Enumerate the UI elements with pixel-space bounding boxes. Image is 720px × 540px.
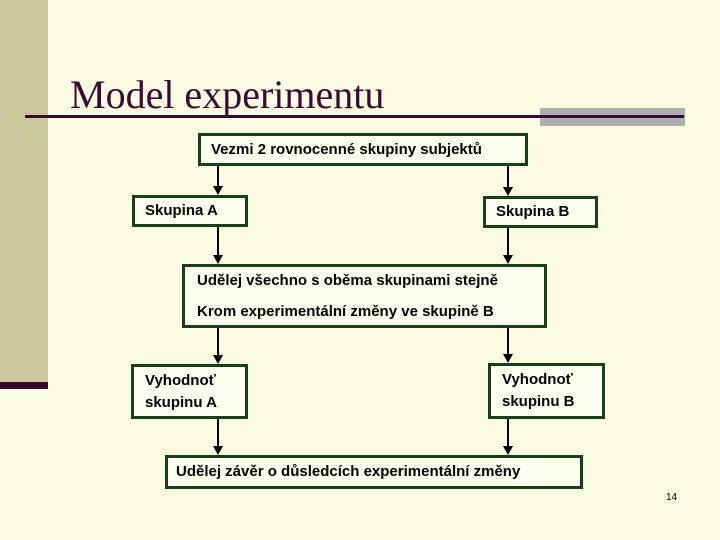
flow-box-label: Udělej závěr o důsledcích experimentální… — [176, 463, 521, 480]
arrow-down-treatment-to-evaluate-b — [503, 328, 513, 363]
flow-box-group-a: Skupina A — [132, 195, 248, 227]
flow-box-label-line1: Vyhodnoť — [145, 371, 216, 389]
flow-box-treatment: Udělej všechno s oběma skupinami stejně … — [182, 264, 547, 328]
arrow-down-evaluate-b-to-conclusion — [503, 419, 513, 455]
flow-box-take-two-groups: Vezmi 2 rovnocenné skupiny subjektů — [198, 133, 528, 166]
arrow-down-top-to-group-b — [503, 166, 513, 196]
flow-box-group-b: Skupina B — [483, 196, 598, 228]
left-sidebar-accent-block — [0, 382, 48, 389]
flow-box-label: Skupina B — [496, 203, 570, 220]
flow-box-label-line1: Vyhodnoť — [502, 371, 573, 388]
flow-box-conclusion: Udělej závěr o důsledcích experimentální… — [165, 455, 583, 489]
flow-box-evaluate-group-a: Vyhodnoť skupinu A — [131, 364, 248, 419]
flow-box-label: Skupina A — [145, 202, 218, 219]
flow-box-label-line2: skupinu A — [145, 393, 217, 411]
flow-box-label-line2: skupinu B — [502, 393, 575, 410]
flow-box-label-line1: Udělej všechno s oběma skupinami stejně — [197, 272, 498, 289]
title-underline-rule — [25, 115, 684, 118]
arrow-down-top-to-group-a — [213, 166, 223, 195]
arrow-down-group-a-to-treatment — [213, 227, 223, 264]
flow-box-evaluate-group-b: Vyhodnoť skupinu B — [488, 363, 605, 419]
arrow-down-group-b-to-treatment — [503, 228, 513, 264]
flow-box-label-line2: Krom experimentální změny ve skupině B — [197, 303, 494, 320]
left-sidebar-bar — [0, 0, 48, 382]
flow-box-label: Vezmi 2 rovnocenné skupiny subjektů — [211, 140, 482, 158]
arrow-down-treatment-to-evaluate-a — [213, 328, 223, 364]
slide-page-number: 14 — [666, 492, 678, 503]
page-title: Model experimentu — [70, 71, 385, 117]
arrow-down-evaluate-a-to-conclusion — [213, 419, 223, 455]
